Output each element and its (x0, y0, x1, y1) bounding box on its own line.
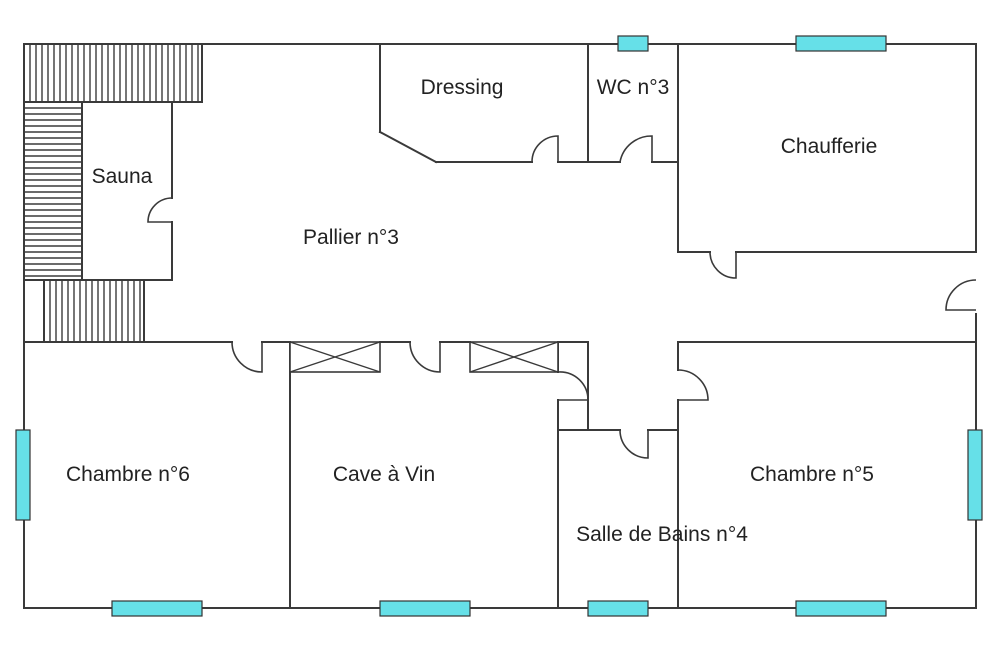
door-icon (147, 135, 977, 459)
room-label-chaufferie: Chaufferie (781, 135, 878, 158)
outer-walls (23, 43, 977, 609)
cabinet-icon (289, 341, 559, 373)
window-icon (15, 35, 983, 617)
stairs-icon (23, 43, 203, 343)
room-label-salle4: Salle de Bains n°4 (576, 523, 748, 546)
room-label-pallier3: Pallier n°3 (303, 226, 399, 249)
room-label-dressing: Dressing (421, 76, 504, 99)
room-label-chambre6: Chambre n°6 (66, 463, 190, 486)
room-label-wc3: WC n°3 (597, 76, 670, 99)
room-label-chambre5: Chambre n°5 (750, 463, 874, 486)
interior-walls (23, 43, 977, 609)
room-label-sauna: Sauna (92, 165, 153, 188)
room-label-cave: Cave à Vin (333, 463, 435, 486)
